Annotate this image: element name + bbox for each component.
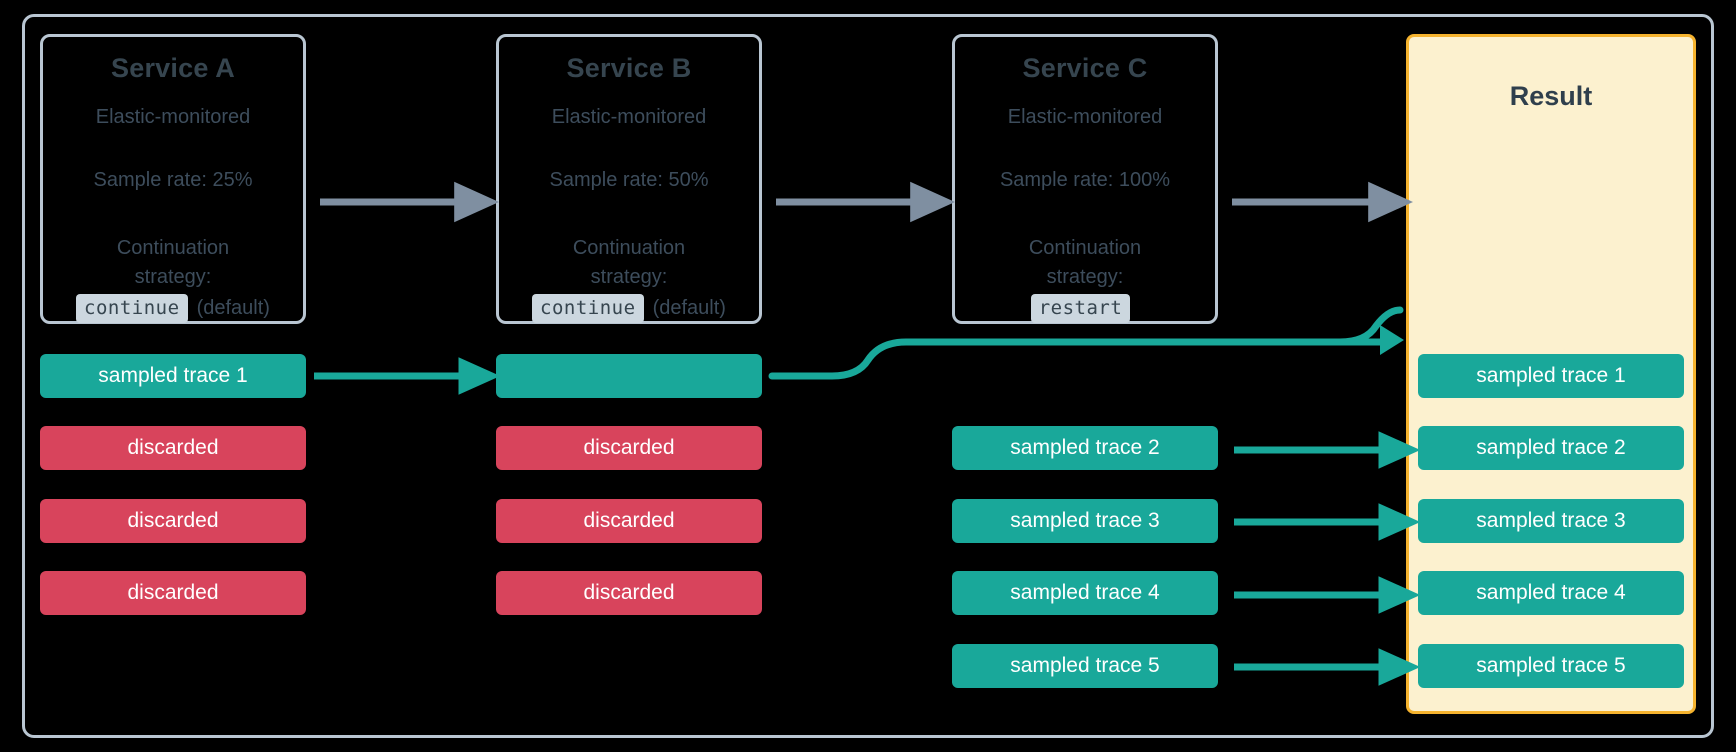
pill-b-1: discarded: [496, 426, 762, 470]
pill-c-2: sampled trace 4: [952, 571, 1218, 615]
service-a-strategy-row: continue (default): [43, 294, 303, 323]
pill-result-3: sampled trace 4: [1418, 571, 1684, 615]
pill-b-0: [496, 354, 762, 398]
service-c-monitored: Elastic-monitored: [1007, 106, 1163, 128]
pill-result-0: sampled trace 1: [1418, 354, 1684, 398]
service-c-title: Service C: [1022, 53, 1148, 83]
service-b-strategy-label-2: strategy:: [590, 266, 668, 288]
service-b-strategy-label-1: Continuation: [572, 237, 686, 259]
pill-result-4: sampled trace 5: [1418, 644, 1684, 688]
service-a-strategy-label-1: Continuation: [116, 237, 230, 259]
pill-a-2: discarded: [40, 499, 306, 543]
result-title: Result: [1509, 81, 1593, 111]
service-a-strategy-note: (default): [196, 297, 270, 319]
service-c-sample-rate: Sample rate: 100%: [999, 169, 1171, 191]
pill-c-1: sampled trace 3: [952, 499, 1218, 543]
service-b-strategy-row: continue (default): [499, 294, 759, 323]
service-card-a: Service A Elastic-monitored Sample rate:…: [40, 34, 306, 324]
pill-result-1: sampled trace 2: [1418, 426, 1684, 470]
pill-a-1: discarded: [40, 426, 306, 470]
service-b-strategy-note: (default): [652, 297, 726, 319]
service-b-sample-rate: Sample rate: 50%: [549, 169, 709, 191]
service-a-strategy-code: continue: [76, 294, 188, 323]
service-b-monitored: Elastic-monitored: [551, 106, 707, 128]
pill-b-2: discarded: [496, 499, 762, 543]
service-a-strategy-label-2: strategy:: [134, 266, 212, 288]
pill-b-3: discarded: [496, 571, 762, 615]
pill-result-2: sampled trace 3: [1418, 499, 1684, 543]
service-b-strategy-code: continue: [532, 294, 644, 323]
service-b-title: Service B: [566, 53, 692, 83]
pill-c-0: sampled trace 2: [952, 426, 1218, 470]
pill-a-0: sampled trace 1: [40, 354, 306, 398]
service-a-monitored: Elastic-monitored: [95, 106, 251, 128]
service-c-strategy-label-2: strategy:: [1046, 266, 1124, 288]
service-card-c: Service C Elastic-monitored Sample rate:…: [952, 34, 1218, 324]
service-card-b: Service B Elastic-monitored Sample rate:…: [496, 34, 762, 324]
service-c-strategy-row: restart: [955, 294, 1215, 323]
service-c-strategy-label-1: Continuation: [1028, 237, 1142, 259]
service-a-sample-rate: Sample rate: 25%: [93, 169, 253, 191]
pill-c-3: sampled trace 5: [952, 644, 1218, 688]
service-a-title: Service A: [111, 53, 235, 83]
service-c-strategy-code: restart: [1030, 294, 1131, 323]
pill-a-3: discarded: [40, 571, 306, 615]
